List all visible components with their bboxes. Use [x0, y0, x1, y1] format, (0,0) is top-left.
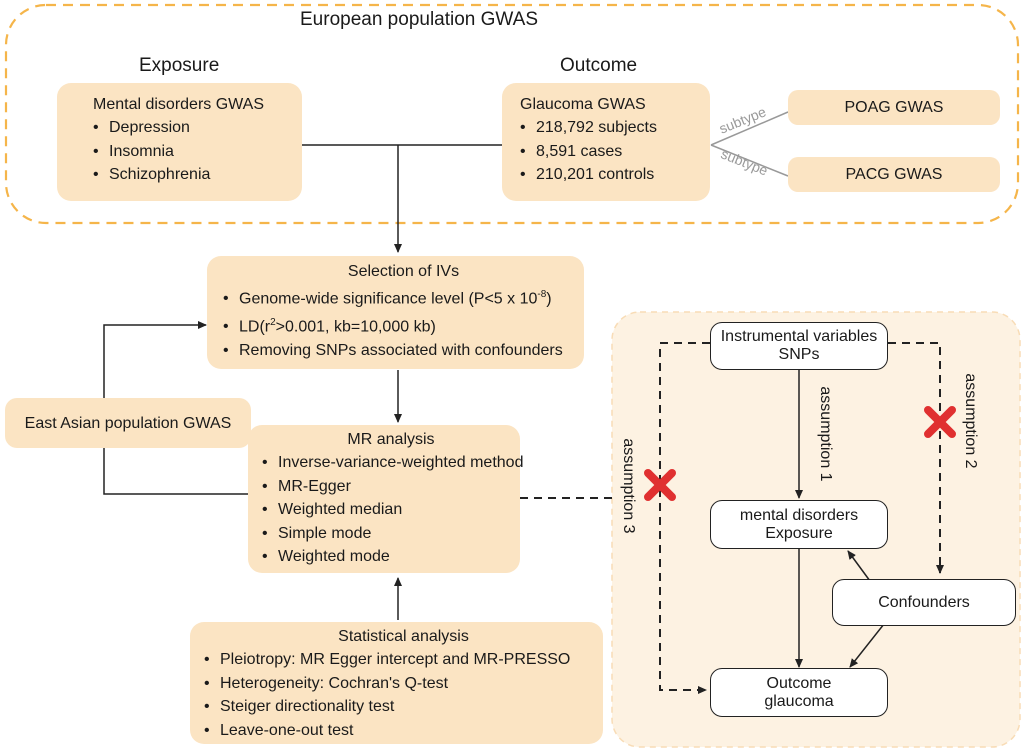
european-title: European population GWAS [300, 9, 539, 30]
assumption3-violation-cross-icon [644, 469, 676, 501]
pacg-box: PACG GWAS [788, 157, 1000, 192]
mental-disorders-box: Mental disorders GWAS Depression Insomni… [57, 83, 302, 201]
outcome-label: Outcome [560, 55, 638, 76]
list-item: Schizophrenia [93, 163, 302, 187]
east-asian-label: East Asian population GWAS [24, 414, 232, 432]
list-item: Heterogeneity: Cochran's Q-test [204, 672, 603, 696]
list-item: Simple mode [262, 522, 520, 546]
stats-title: Statistical analysis [338, 628, 469, 645]
stats-list: Pleiotropy: MR Egger intercept and MR-PR… [204, 648, 603, 742]
list-item: Steiger directionality test [204, 695, 603, 719]
list-item: Weighted mode [262, 545, 520, 569]
mr-list: Inverse-variance-weighted method MR-Egge… [262, 451, 523, 569]
selection-title: Selection of IVs [347, 263, 460, 280]
glaucoma-list: 218,792 subjects 8,591 cases 210,201 con… [520, 116, 710, 187]
confounders-label: Confounders [878, 593, 970, 611]
exposure-box: mental disorders Exposure [710, 500, 888, 549]
list-item: LD(r2>0.001, kb=10,000 kb) [223, 311, 584, 339]
european-region-border [4, 3, 1020, 225]
list-item: 218,792 subjects [520, 116, 710, 140]
subtype-line-poag [710, 111, 789, 146]
assumption3-label: assumption 3 [620, 438, 637, 534]
pacg-label: PACG GWAS [845, 166, 943, 183]
selection-list: Genome-wide significance level (P<5 x 10… [223, 283, 584, 362]
assumption2-label: assumption 2 [962, 373, 979, 469]
selection-of-ivs-box: Selection of IVs Genome-wide significanc… [207, 256, 584, 369]
assumption2-dashed [888, 342, 944, 574]
mr-analysis-box: MR analysis Inverse-variance-weighted me… [248, 425, 523, 573]
exposure-line2: Exposure [765, 524, 833, 542]
list-item: Insomnia [93, 140, 302, 164]
assumption1-label: assumption 1 [817, 386, 834, 482]
outcome-line2: glaucoma [764, 692, 834, 710]
mental-disorders-title: Mental disorders GWAS [93, 96, 265, 113]
assumption3-dashed [659, 342, 710, 694]
list-item: Depression [93, 116, 302, 140]
iv-line2: SNPs [778, 346, 820, 363]
list-item: Weighted median [262, 498, 520, 522]
poag-label: POAG GWAS [844, 99, 944, 116]
east-asian-box: East Asian population GWAS [5, 398, 251, 448]
poag-box: POAG GWAS [788, 90, 1000, 125]
iv-line1: Instrumental variables [720, 328, 878, 345]
confounder-exposure-arrow [847, 550, 871, 582]
list-item: Pleiotropy: MR Egger intercept and MR-PR… [204, 648, 603, 672]
assumption2-violation-cross-icon [924, 406, 956, 438]
list-item: 8,591 cases [520, 140, 710, 164]
confounder-outcome-arrow [849, 623, 885, 668]
list-item: Leave-one-out test [204, 719, 603, 743]
instrumental-variables-box: Instrumental variables SNPs [710, 322, 888, 370]
list-item: MR-Egger [262, 475, 520, 499]
exposure-line1: mental disorders [739, 506, 859, 524]
mr-title: MR analysis [347, 431, 435, 448]
list-item: 210,201 controls [520, 163, 710, 187]
outcome-line1: Outcome [766, 674, 832, 692]
list-item: Genome-wide significance level (P<5 x 10… [223, 283, 584, 311]
mental-disorders-list: Depression Insomnia Schizophrenia [93, 116, 302, 187]
confounders-box: Confounders [832, 579, 1016, 626]
statistical-analysis-box: Statistical analysis Pleiotropy: MR Egge… [190, 622, 603, 744]
glaucoma-box: Glaucoma GWAS 218,792 subjects 8,591 cas… [502, 83, 710, 201]
exposure-label: Exposure [139, 55, 220, 76]
subtype-line-pacg [710, 144, 789, 177]
list-item: Inverse-variance-weighted method [262, 451, 523, 475]
outcome-box: Outcome glaucoma [710, 668, 888, 717]
list-item: Removing SNPs associated with confounder… [223, 339, 584, 363]
glaucoma-title: Glaucoma GWAS [520, 96, 646, 113]
